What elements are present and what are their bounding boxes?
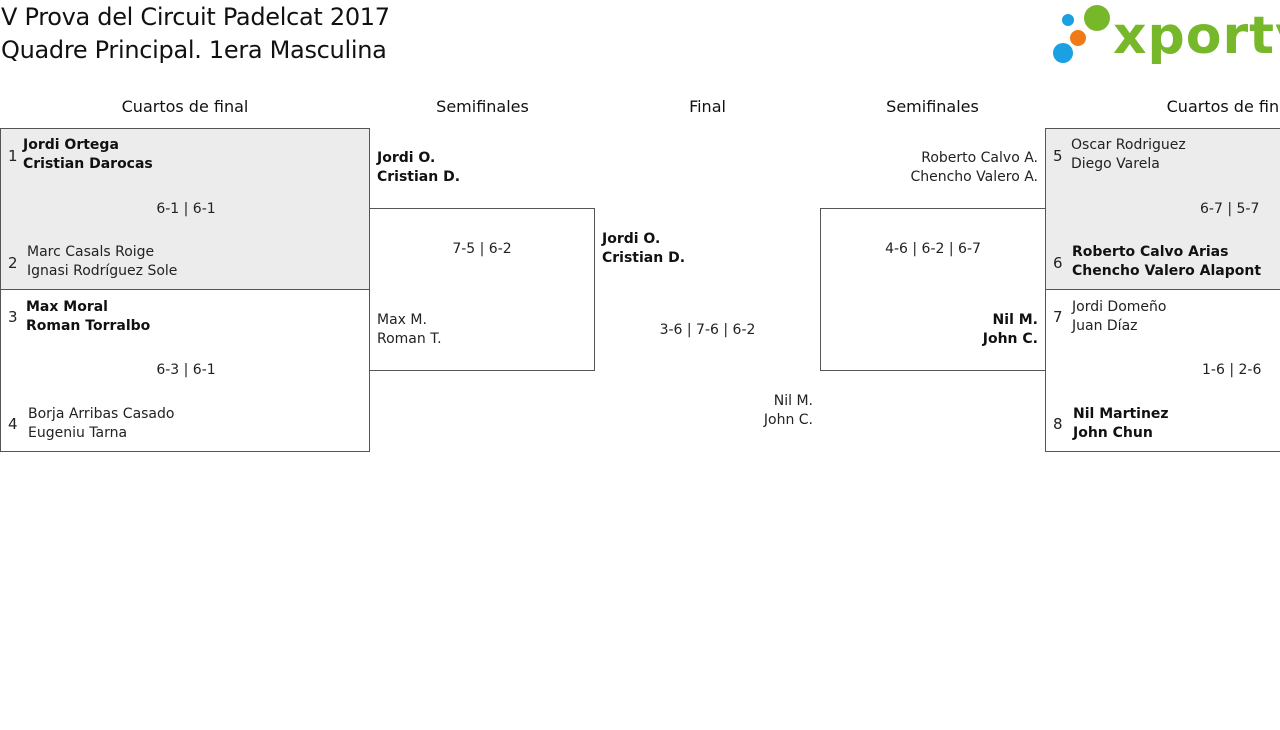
player-name: Jordi Domeño [1072, 299, 1167, 315]
player-name: Jordi O. [602, 231, 661, 247]
team-loser[interactable]: Marc Casals Roige Ignasi Rodríguez Sole [27, 243, 177, 281]
match-score: 4-6 | 6-2 | 6-7 [885, 241, 981, 257]
team-winner[interactable]: Jordi O. Cristian D. [377, 149, 460, 187]
player-name: Roberto Calvo Arias [1072, 244, 1229, 260]
seed-number: 7 [1053, 308, 1063, 326]
team-loser[interactable]: Max M. Roman T. [377, 311, 442, 349]
round-header-final: Final [689, 97, 726, 116]
player-name: Nil M. [992, 312, 1038, 328]
player-name: Marc Casals Roige [27, 244, 155, 260]
player-name: Nil M. [773, 393, 813, 409]
match-right-qf-1[interactable]: 5 Oscar Rodriguez Diego Varela 6-7 | 5-7… [1045, 128, 1280, 290]
team-winner[interactable]: Jordi O. Cristian D. [602, 230, 685, 268]
player-name: Jordi Ortega [23, 137, 119, 153]
seed-number: 4 [8, 415, 18, 433]
player-name: Roman Torralbo [26, 318, 151, 334]
match-left-sf[interactable]: 7-5 | 6-2 Max M. Roman T. [369, 208, 595, 371]
match-right-qf-2[interactable]: 7 Jordi Domeño Juan Díaz 1-6 | 2-6 8 Nil… [1045, 289, 1280, 452]
player-name: Cristian Darocas [23, 156, 153, 172]
team-winner[interactable]: Nil M. John C. [821, 311, 1038, 349]
logo-dots-icon [1053, 5, 1110, 63]
player-name: John C. [982, 331, 1038, 347]
player-name: Max M. [377, 312, 427, 328]
team-winner[interactable]: Nil Martinez John Chun [1073, 405, 1169, 443]
team-loser[interactable]: Oscar Rodriguez Diego Varela [1071, 136, 1186, 174]
seed-number: 1 [8, 147, 18, 165]
seed-number: 8 [1053, 415, 1063, 433]
team-loser[interactable]: Jordi Domeño Juan Díaz [1072, 298, 1166, 336]
player-name: Diego Varela [1071, 156, 1160, 172]
final-score: 3-6 | 7-6 | 6-2 [659, 322, 756, 338]
team-loser[interactable]: Borja Arribas Casado Eugeniu Tarna [28, 405, 174, 443]
round-header-left-quarterfinals: Cuartos de final [121, 97, 249, 116]
match-left-qf-2[interactable]: 3 Max Moral Roman Torralbo 6-3 | 6-1 4 B… [0, 289, 370, 452]
match-score: 6-1 | 6-1 [156, 201, 216, 217]
player-name: Chencho Valero A. [910, 169, 1038, 185]
round-header-right-quarterfinals: Cuartos de final [1166, 97, 1280, 116]
player-name: Jordi O. [377, 150, 436, 166]
match-score: 1-6 | 2-6 [1202, 362, 1262, 378]
team-winner[interactable]: Max Moral Roman Torralbo [26, 298, 150, 336]
seed-number: 6 [1053, 254, 1063, 272]
match-score: 6-7 | 5-7 [1200, 201, 1260, 217]
player-name: Eugeniu Tarna [28, 425, 128, 441]
player-name: John Chun [1073, 425, 1153, 441]
player-name: Roberto Calvo A. [921, 150, 1038, 166]
seed-number: 2 [8, 254, 18, 272]
seed-number: 5 [1053, 147, 1063, 165]
player-name: Roman T. [377, 331, 442, 347]
match-left-qf-1[interactable]: 1 Jordi Ortega Cristian Darocas 6-1 | 6-… [0, 128, 370, 290]
draw-subtitle: Quadre Principal. 1era Masculina [1, 36, 387, 64]
player-name: Borja Arribas Casado [28, 406, 175, 422]
logo-text: xporty [1113, 6, 1280, 66]
team-winner[interactable]: Roberto Calvo Arias Chencho Valero Alapo… [1072, 243, 1261, 281]
team-loser[interactable]: Nil M. John C. [620, 392, 813, 430]
round-header-right-semifinals: Semifinales [886, 97, 979, 116]
player-name: Oscar Rodriguez [1071, 137, 1186, 153]
tournament-title: V Prova del Circuit Padelcat 2017 [1, 3, 390, 31]
player-name: Max Moral [26, 299, 108, 315]
team-loser[interactable]: Roberto Calvo A. Chencho Valero A. [820, 149, 1038, 187]
xporty-logo[interactable] [1050, 4, 1280, 68]
seed-number: 3 [8, 308, 18, 326]
player-name: John C. [763, 412, 813, 428]
match-right-sf[interactable]: 4-6 | 6-2 | 6-7 Nil M. John C. [820, 208, 1046, 371]
match-score: 7-5 | 6-2 [452, 241, 512, 257]
round-header-left-semifinals: Semifinales [436, 97, 529, 116]
player-name: Chencho Valero Alapont [1072, 263, 1262, 279]
player-name: Juan Díaz [1072, 318, 1138, 334]
player-name: Cristian D. [377, 169, 461, 185]
team-winner[interactable]: Jordi Ortega Cristian Darocas [23, 136, 153, 174]
player-name: Ignasi Rodríguez Sole [27, 263, 178, 279]
player-name: Nil Martinez [1073, 406, 1169, 422]
player-name: Cristian D. [602, 250, 686, 266]
match-score: 6-3 | 6-1 [156, 362, 216, 378]
